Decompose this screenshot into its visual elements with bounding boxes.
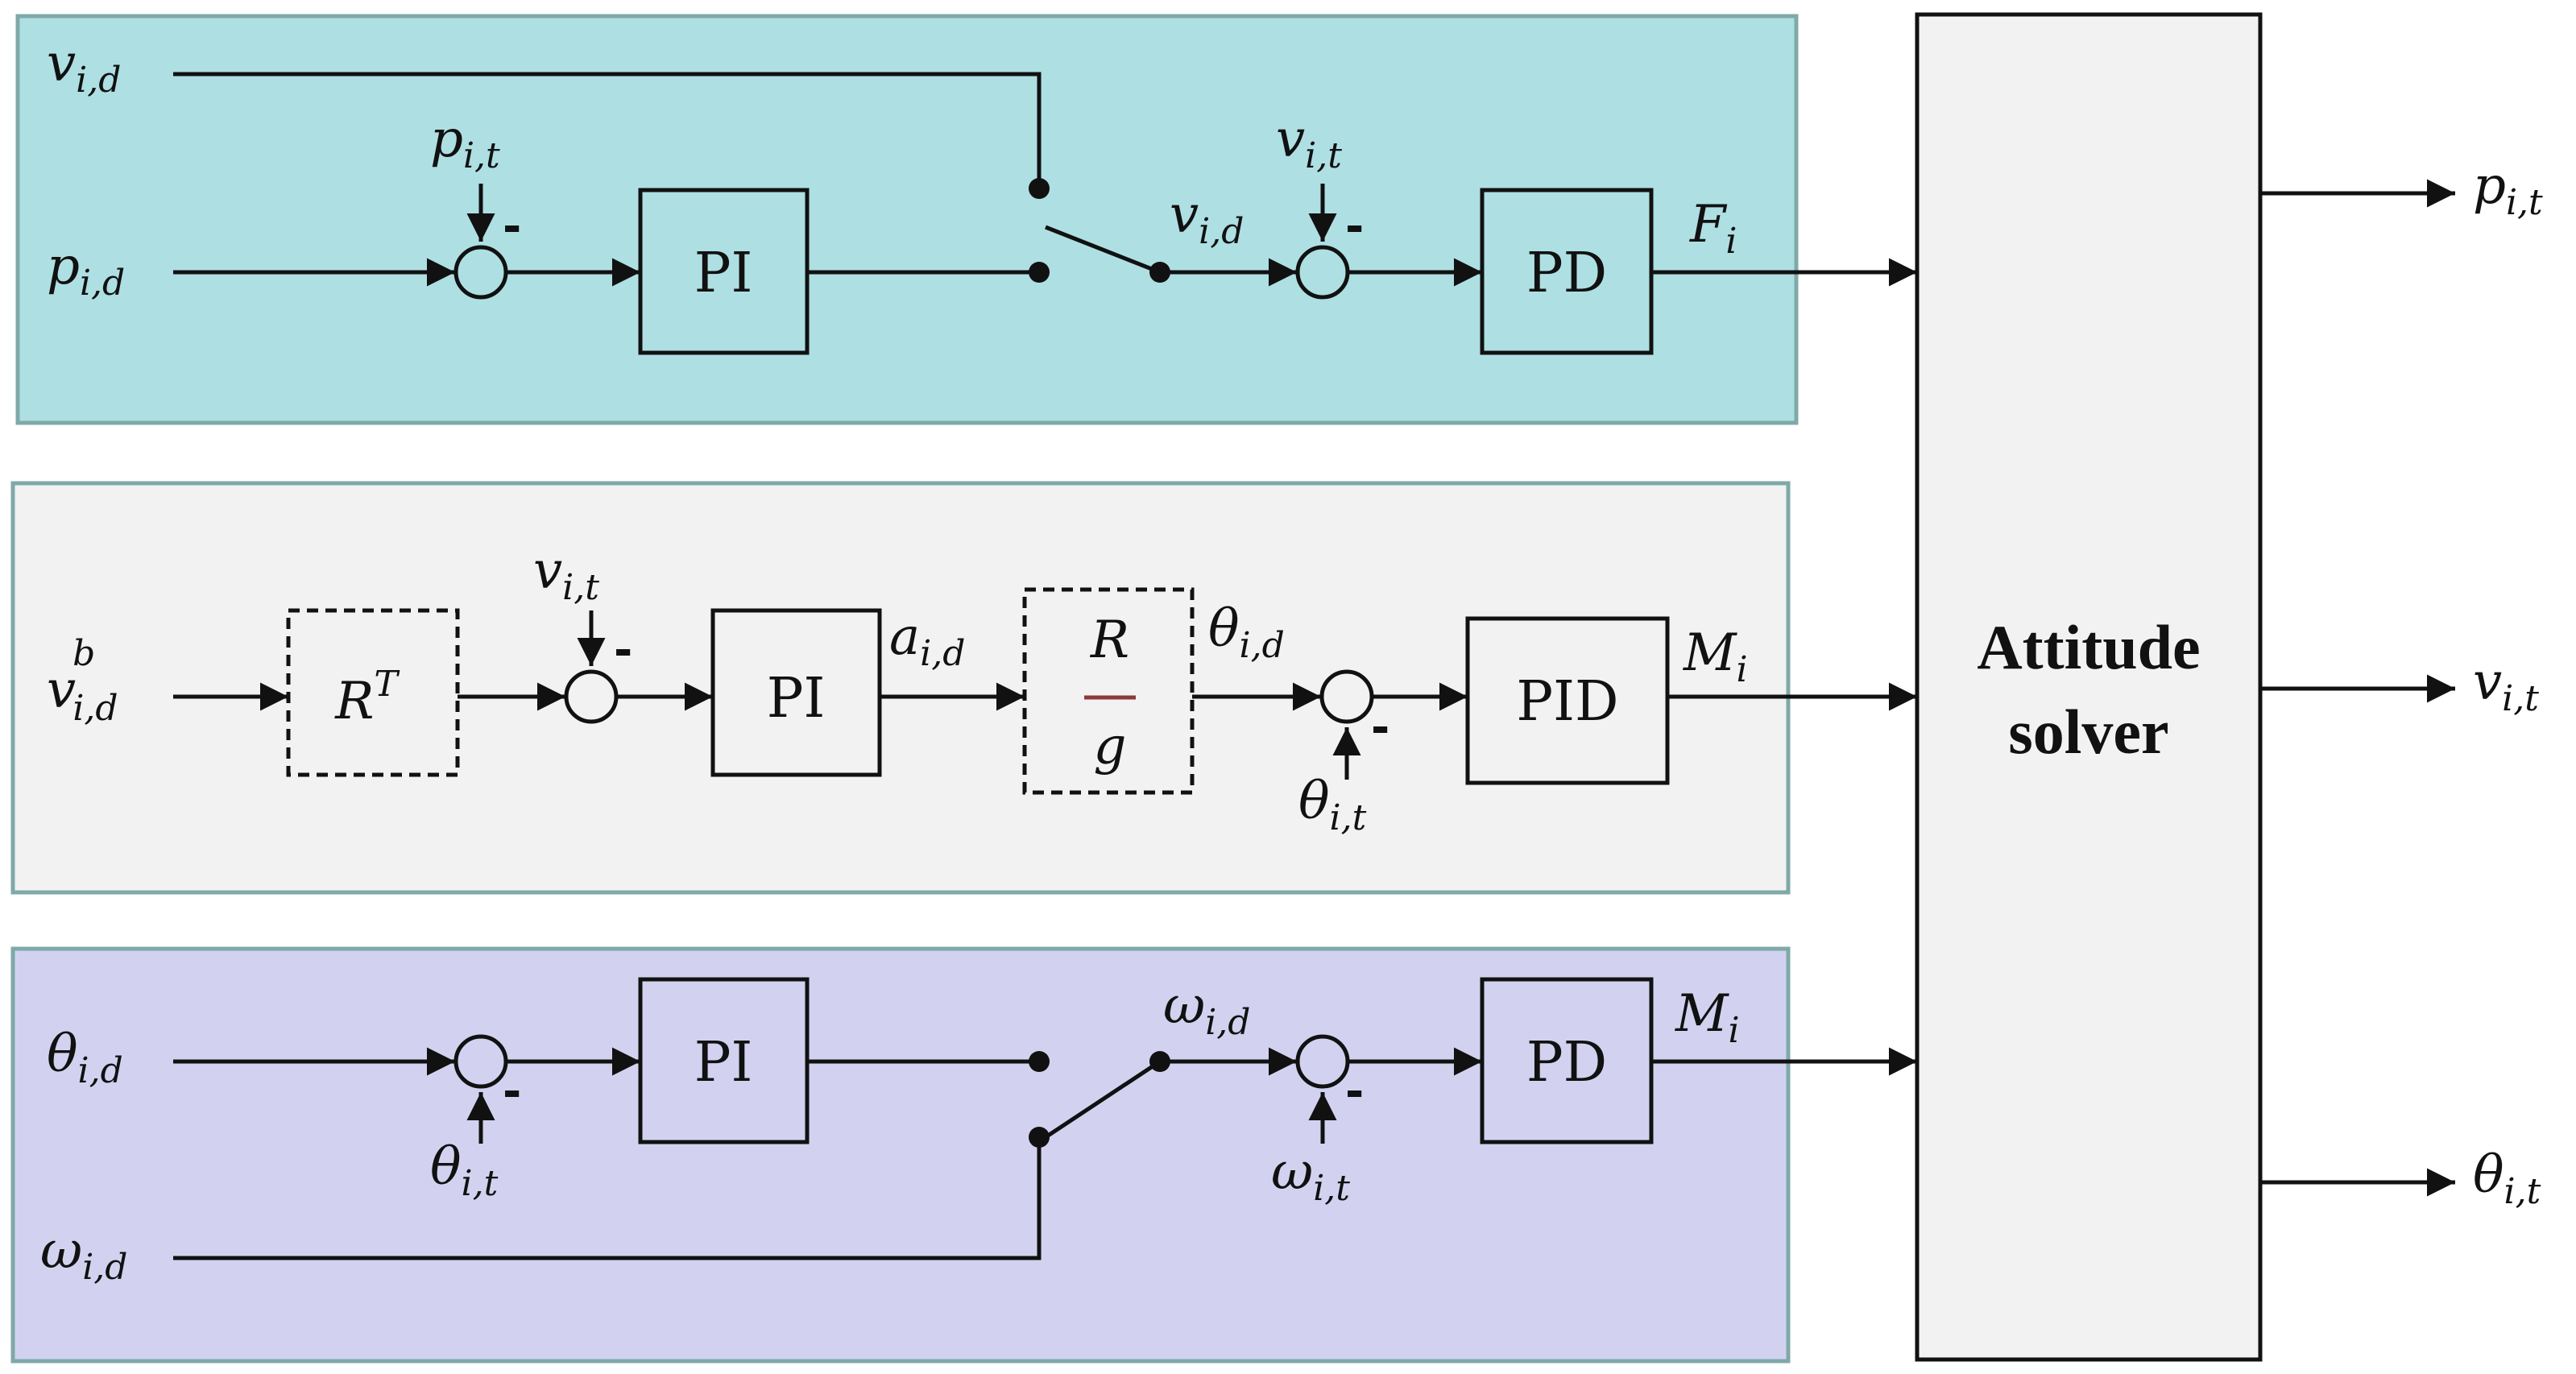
rg-numerator: R <box>1090 610 1129 670</box>
out-pit-label: pi,t <box>2473 156 2543 223</box>
top-switch-arm <box>1045 225 1161 275</box>
mid-thit-feedback-label: θi,t <box>1298 772 1367 838</box>
bot-switch-contact-lower <box>1029 1127 1050 1148</box>
top-switch-contact-upper <box>1029 178 1050 199</box>
top-sum-junction-1 <box>453 245 508 300</box>
bot-thid-input-label: θi,d <box>47 1024 123 1091</box>
bot-pi-label: PI <box>694 1031 753 1095</box>
top-vid-input-label: vi,d <box>47 34 121 101</box>
top-force-output-label: Fi <box>1689 195 1737 262</box>
top-vid-wire <box>173 72 1042 188</box>
bot-switch-arm <box>1044 1059 1162 1140</box>
bot-sum2-minus: - <box>1345 1066 1364 1118</box>
top-pd-block <box>1480 188 1654 355</box>
rg-denominator: g <box>1094 717 1127 776</box>
bot-pd-block <box>1480 977 1654 1144</box>
mid-aid-label: ai,d <box>889 607 965 674</box>
top-vit-feedback-label: vi,t <box>1276 110 1342 176</box>
top-pit-feedback-label: pi,t <box>430 110 500 176</box>
top-sum2-minus: - <box>1345 201 1364 253</box>
bot-switch-pivot <box>1149 1051 1170 1072</box>
bot-pd-label: PD <box>1526 1031 1607 1095</box>
bot-wid-input-label: ωi,d <box>40 1221 127 1288</box>
mid-sum-junction-2 <box>1319 669 1374 724</box>
mid-vit-feedback-label: vi,t <box>533 541 599 608</box>
top-switch-contact-lower <box>1029 262 1050 283</box>
bot-wid-mid-label: ωi,d <box>1163 976 1250 1043</box>
mid-thid-label: θi,d <box>1208 599 1285 666</box>
bot-moment-output-label: Mi <box>1675 984 1740 1051</box>
velocity-loop-panel <box>10 481 1791 895</box>
top-switch-pivot <box>1149 262 1170 283</box>
mid-pid-block <box>1465 616 1670 785</box>
position-loop-panel <box>15 14 1799 425</box>
top-pi-block <box>638 188 810 355</box>
attitude-solver-block <box>1915 12 2263 1362</box>
top-sum-junction-2 <box>1295 245 1350 300</box>
bot-thit-feedback-label: θi,t <box>430 1137 499 1204</box>
mid-pid-label: PID <box>1516 670 1618 734</box>
bot-pi-block <box>638 977 810 1144</box>
bot-wid-wire <box>173 1137 1042 1260</box>
mid-moment-output-label: Mi <box>1683 623 1748 690</box>
solver-label-line1: Attitude <box>1977 612 2200 682</box>
solver-label-line2: solver <box>2008 697 2168 767</box>
top-pi-label: PI <box>694 242 753 305</box>
bot-sum-junction-1 <box>453 1034 508 1089</box>
mid-sum2-minus: - <box>1371 701 1389 754</box>
top-sum1-minus: - <box>503 201 521 253</box>
bot-switch-contact-upper <box>1029 1051 1050 1072</box>
top-pid-input-label: pi,d <box>47 237 125 304</box>
bot-sum1-minus: - <box>503 1066 521 1118</box>
top-pd-label: PD <box>1526 242 1607 305</box>
bot-sum-junction-2 <box>1295 1034 1350 1089</box>
out-thit-label: θi,t <box>2473 1145 2541 1212</box>
mid-sum-junction-1 <box>564 669 619 724</box>
rt-label: RT <box>334 664 400 731</box>
mid-rg-block <box>1022 587 1195 795</box>
top-vid-mid-label: vi,d <box>1170 185 1244 252</box>
mid-pi-label: PI <box>767 667 826 730</box>
bot-wit-feedback-label: ωi,t <box>1271 1142 1350 1209</box>
mid-sum1-minus: - <box>614 624 632 677</box>
out-vit-label: vi,t <box>2473 652 2539 719</box>
mid-pi-block <box>710 608 882 777</box>
mid-rt-block <box>286 608 460 777</box>
attitude-loop-panel <box>10 946 1791 1364</box>
